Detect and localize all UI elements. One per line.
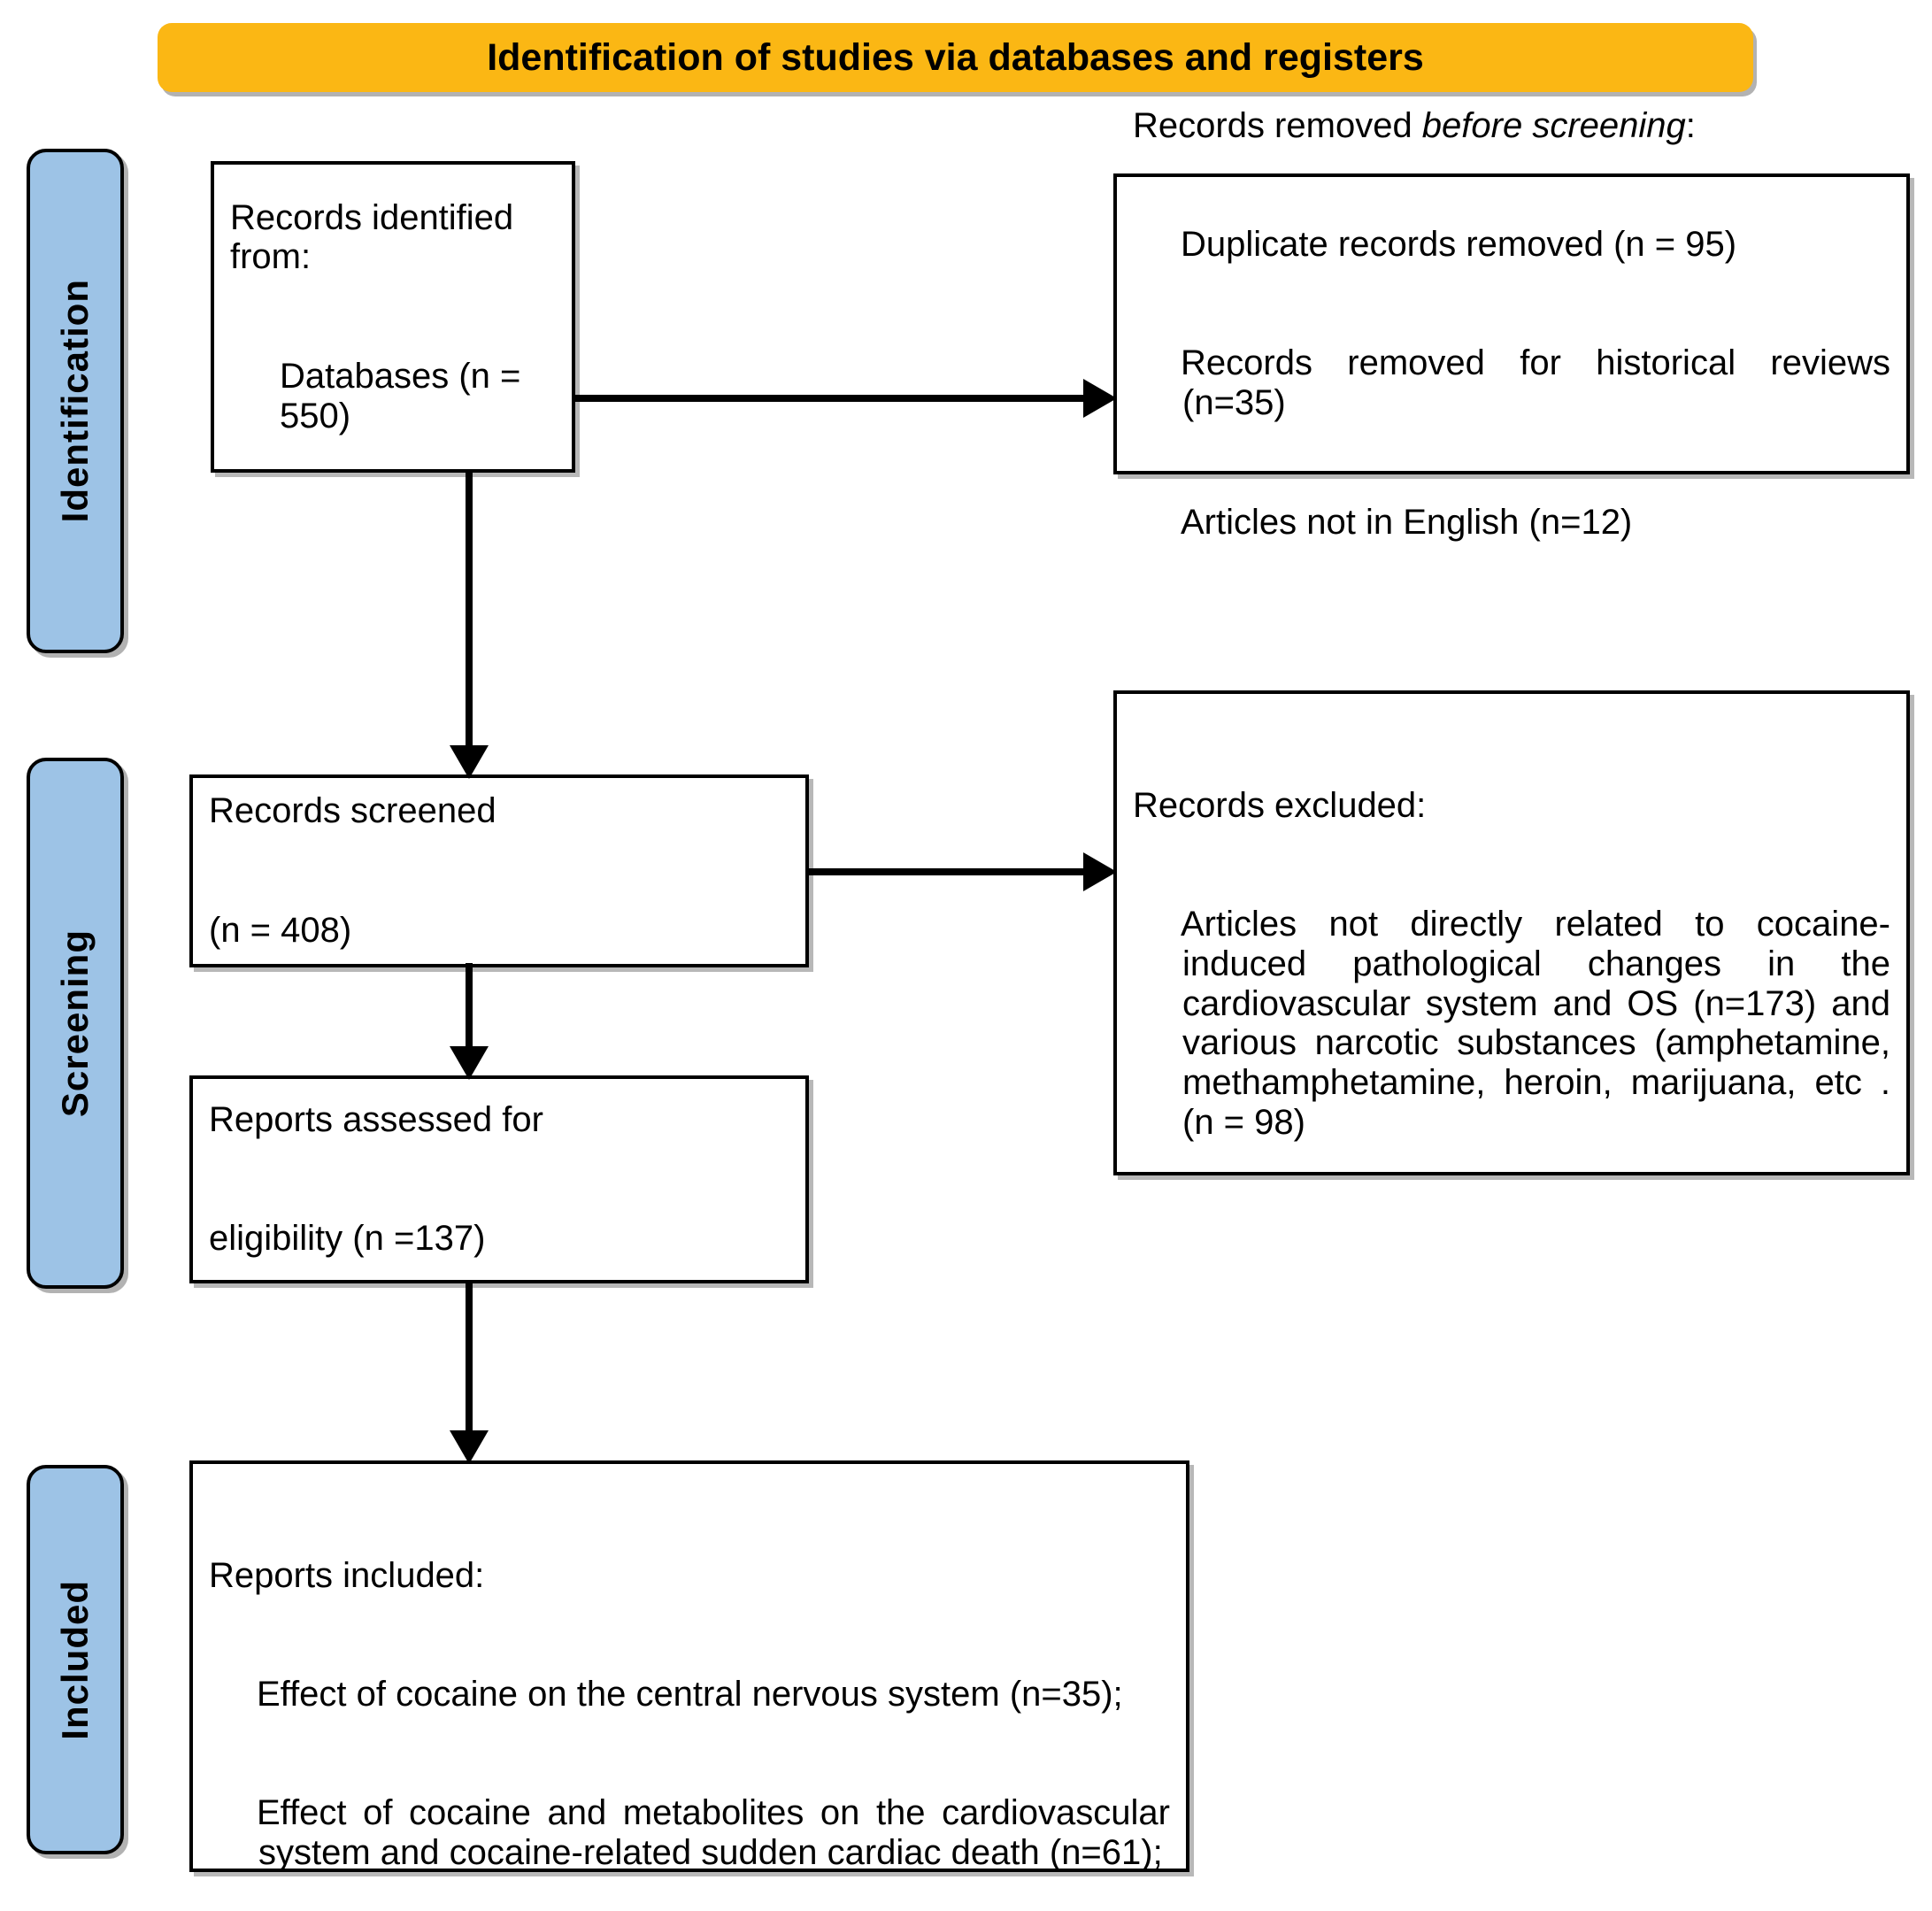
node-reports-assessed-text: Reports assessed for eligibility (n =137…	[209, 1021, 543, 1337]
arrow-identified-to-removed	[572, 372, 1120, 425]
node-records-excluded-text: Records excluded: Articles not directly …	[1133, 706, 1890, 1221]
node-reports-assessed: Reports assessed for eligibility (n =137…	[189, 1075, 809, 1283]
node-records-identified: Records identified from: Databases (n = …	[211, 161, 575, 473]
page-title: Identification of studies via databases …	[487, 35, 1424, 79]
stage-label-text: Screening	[54, 929, 96, 1118]
stage-label-text: Included	[54, 1579, 96, 1740]
records-removed-heading-suffix: :	[1685, 105, 1696, 145]
arrow-identified-to-screened	[443, 469, 496, 781]
records-screened-line2: (n = 408)	[209, 910, 352, 950]
reports-assessed-line2: eligibility (n =137)	[209, 1219, 486, 1259]
records-screened-line1: Records screened	[209, 791, 496, 831]
reports-included-heading: Reports included:	[209, 1555, 485, 1595]
records-removed-item-1: Duplicate records removed (n = 95)	[1181, 225, 1737, 265]
reports-included-item-2: Effect of cocaine and metabolites on the…	[257, 1793, 1181, 1873]
stage-label-text: Identification	[54, 279, 96, 523]
stage-label-identification: Identification	[27, 149, 124, 653]
arrow-screened-to-excluded	[805, 845, 1120, 898]
records-removed-heading: Records removed before screening:	[1133, 106, 1890, 146]
stage-label-screening: Screening	[27, 758, 124, 1289]
records-identified-line1: Records identified from:	[230, 197, 524, 277]
node-records-excluded: Records excluded: Articles not directly …	[1113, 690, 1910, 1175]
node-reports-included: Reports included: Effect of cocaine on t…	[189, 1460, 1189, 1872]
node-records-identified-text: Records identified from: Databases (n = …	[230, 119, 556, 515]
reports-included-item-1: Effect of cocaine on the central nervous…	[257, 1674, 1123, 1714]
records-removed-item-3: Articles not in English (n=12)	[1181, 502, 1633, 542]
records-identified-line2: Databases (n = 550)	[280, 356, 531, 435]
node-reports-included-text: Reports included: Effect of cocaine on t…	[209, 1476, 1170, 1911]
records-removed-heading-italic: before screening	[1421, 105, 1686, 145]
reports-assessed-line1: Reports assessed for	[209, 1099, 543, 1139]
records-excluded-heading: Records excluded:	[1133, 785, 1427, 825]
arrow-screened-to-assessed	[443, 963, 496, 1082]
node-records-removed: Records removed before screening: Duplic…	[1113, 106, 1910, 542]
diagram-banner: Identification of studies via databases …	[158, 23, 1753, 92]
arrow-assessed-to-included	[443, 1280, 496, 1466]
node-records-screened-text: Records screened (n = 408)	[209, 713, 496, 1029]
records-excluded-item-1: Articles not directly related to cocaine…	[1181, 904, 1901, 1142]
records-removed-heading-prefix: Records removed	[1133, 105, 1422, 145]
stage-label-included: Included	[27, 1465, 124, 1854]
records-removed-item-2: Records removed for historical reviews (…	[1181, 343, 1901, 423]
node-records-screened: Records screened (n = 408)	[189, 774, 809, 967]
node-records-removed-text: Records removed before screening: Duplic…	[1133, 27, 1890, 621]
